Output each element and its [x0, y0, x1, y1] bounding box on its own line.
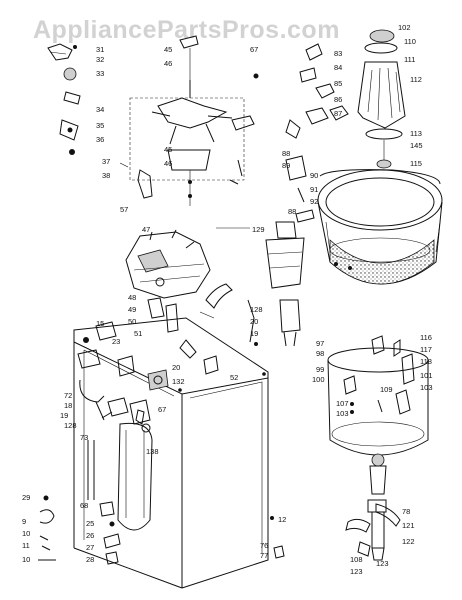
callout-97: 97	[316, 339, 324, 348]
callout-98: 98	[316, 349, 324, 358]
callout-121: 78	[402, 507, 410, 516]
callout-35: 35	[96, 121, 104, 130]
callout-29: 28	[86, 555, 94, 564]
bracket-assembly-left	[47, 43, 153, 199]
outer-tub-base	[327, 335, 429, 495]
callout-145: 145	[410, 141, 423, 150]
callout-12: 11	[22, 541, 30, 550]
callout-26: 25	[86, 519, 94, 528]
callout-103b: 103	[336, 409, 349, 418]
callout-46: 46	[164, 59, 172, 68]
callout-103a: 103	[420, 383, 433, 392]
callout-102: 102	[398, 23, 411, 32]
callout-85: 85	[334, 79, 342, 88]
callout-52: 138	[146, 447, 159, 456]
callout-38: 38	[102, 171, 110, 180]
callout-45b: 45	[164, 145, 172, 154]
callout-118: 118	[420, 357, 432, 366]
callout-87: 87	[334, 109, 342, 118]
callout-20: 128	[64, 421, 77, 430]
callout-73a: 19	[250, 329, 258, 338]
callout-123: 122	[402, 537, 415, 546]
center-components	[216, 155, 315, 347]
callout-78: 77	[260, 551, 268, 560]
callout-27: 26	[86, 531, 94, 540]
callout-25: 68	[80, 501, 88, 510]
callout-49: 49	[128, 305, 136, 314]
callout-73: 73	[80, 433, 88, 442]
callout-122: 121	[402, 521, 415, 530]
callout-88b: 88	[288, 207, 296, 216]
callout-19: 18	[64, 401, 72, 410]
callout-67: 67	[250, 45, 258, 54]
agitator-assembly	[129, 35, 259, 206]
callout-108: 108	[350, 555, 363, 564]
callout-101: 101	[420, 371, 433, 380]
drain-fittings	[345, 499, 401, 561]
callout-115: 115	[410, 159, 422, 168]
callout-46b: 46	[164, 159, 172, 168]
callout-113: 113	[410, 129, 422, 138]
callout-91: 91	[310, 185, 318, 194]
callout-23: 23	[112, 337, 120, 346]
callout-34: 34	[96, 105, 104, 114]
callout-37: 37	[102, 157, 110, 166]
callout-67b: 67	[158, 405, 166, 414]
callout-9: 29	[22, 493, 30, 502]
callout-32: 32	[96, 55, 104, 64]
callout-77: 76	[260, 541, 268, 550]
callout-18: 72	[64, 391, 72, 400]
callout-51: 51	[134, 329, 142, 338]
callout-92: 92	[310, 197, 318, 206]
callout-84: 84	[334, 63, 342, 72]
callout-110: 110	[404, 37, 416, 46]
callout-31: 31	[96, 45, 104, 54]
callout-labels: 31 32 33 34 35 36 37 38 45 46 45 46 67 5…	[22, 23, 433, 576]
callout-45: 45	[164, 45, 172, 54]
callout-57: 57	[120, 205, 128, 214]
callout-109: 109	[380, 385, 393, 394]
callout-112: 112	[410, 75, 422, 84]
callout-33: 33	[96, 69, 104, 78]
callout-99: 99	[316, 365, 324, 374]
callout-100: 100	[312, 375, 325, 384]
callout-129: 129	[252, 225, 265, 234]
cabinet	[73, 317, 269, 589]
callout-11b: 10	[22, 555, 30, 564]
wash-tub	[317, 169, 443, 285]
callout-47: 47	[142, 225, 150, 234]
callout-88: 88	[282, 149, 290, 158]
transmission-upper-parts	[285, 29, 406, 169]
callout-72: 20	[250, 317, 258, 326]
cabinet-internal-parts	[77, 321, 219, 531]
callout-116: 116	[420, 333, 432, 342]
callout-132: 20	[172, 363, 180, 372]
callout-83: 83	[334, 49, 342, 58]
callout-107: 107	[336, 399, 349, 408]
callout-89: 89	[282, 161, 290, 170]
hose-clamp-parts	[38, 495, 285, 565]
callout-50: 50	[128, 317, 136, 326]
watermark-text: AppliancePartsPros.com	[33, 16, 340, 44]
callout-117: 117	[420, 345, 432, 354]
callout-11: 10	[22, 529, 30, 538]
callout-48: 48	[128, 293, 136, 302]
callout-128: 19	[60, 411, 68, 420]
callout-76: 12	[278, 515, 286, 524]
callout-40a: 123	[350, 567, 363, 576]
callout-40b: 123	[376, 559, 389, 568]
callout-10: 9	[22, 517, 26, 526]
callout-111: 111	[404, 55, 415, 64]
pump-motor-assembly	[125, 229, 233, 333]
callout-28: 27	[86, 543, 94, 552]
callout-86: 86	[334, 95, 342, 104]
callout-138: 132	[172, 377, 185, 386]
callout-90: 90	[310, 171, 318, 180]
callout-71: 128	[250, 305, 263, 314]
callout-68: 52	[230, 373, 238, 382]
callout-36: 36	[96, 135, 104, 144]
callout-15: 15	[96, 319, 104, 328]
